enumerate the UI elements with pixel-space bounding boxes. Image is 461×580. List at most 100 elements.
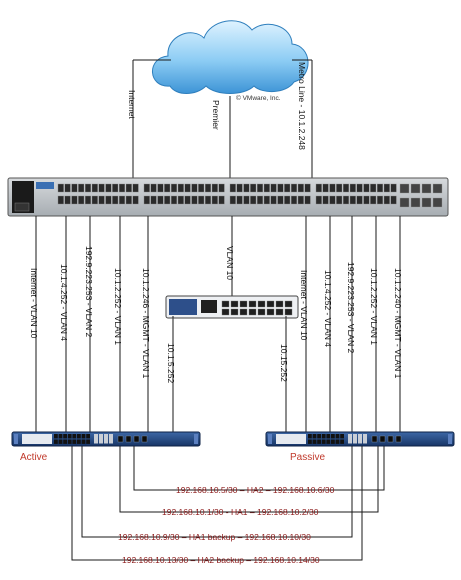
switch-port [257, 183, 264, 193]
passive-firewall [265, 431, 455, 447]
switch-port [98, 195, 105, 205]
firewall-port [335, 434, 340, 439]
switch-port [57, 195, 64, 205]
juniper-router [165, 295, 299, 319]
firewall-port [312, 434, 317, 439]
juniper-port [257, 300, 266, 308]
switch-port [143, 183, 150, 193]
firewall-port [340, 434, 344, 439]
active-link-label: 10.1.4.252 - VLAN 4 [59, 264, 69, 341]
firewall-port [321, 439, 326, 444]
ha-link-wires [71, 446, 385, 561]
passive-firewall-ports [308, 434, 402, 444]
switch-port [304, 195, 311, 205]
switch-port [57, 183, 64, 193]
switch-port [71, 183, 78, 193]
switch-port [291, 195, 298, 205]
switch-port [343, 183, 350, 193]
firewall-port [72, 439, 77, 444]
switch-port [270, 195, 277, 205]
switch-port [143, 195, 150, 205]
switch-port [157, 195, 164, 205]
firewall-sfp-port [348, 434, 352, 444]
switch-port-grid [57, 183, 443, 208]
switch-port [91, 183, 98, 193]
switch-port [211, 195, 218, 205]
firewall-port [326, 439, 331, 444]
switch-port [390, 183, 397, 193]
firewall-port [317, 434, 321, 439]
internet-cloud-icon: © VMware, Inc. [152, 20, 309, 102]
firewall-port [58, 434, 63, 439]
internet-uplink-label: Internet [127, 90, 137, 119]
firewall-sfp-port [109, 434, 113, 444]
juniper-port [275, 308, 284, 316]
firewall-port [72, 434, 77, 439]
firewall-sfp-port [358, 434, 362, 444]
firewall-port [312, 439, 317, 444]
switch-port [98, 183, 105, 193]
premier-uplink-label: Premier [211, 100, 221, 130]
firewall-sfp-port [94, 434, 98, 444]
active-link-label: Internet - VLAN 10 [29, 268, 39, 339]
switch-port [157, 183, 164, 193]
active-label: Active [20, 452, 48, 463]
firewall-port [58, 439, 63, 444]
switch-port [277, 183, 284, 193]
firewall-mgmt-port [141, 435, 148, 443]
switch-port [297, 183, 304, 193]
switch-port [349, 183, 356, 193]
switch-port [329, 183, 336, 193]
sfp-port [399, 197, 410, 208]
switch-port [370, 183, 377, 193]
switch-port [118, 183, 125, 193]
switch-port [336, 183, 343, 193]
switch-port [315, 195, 322, 205]
switch-port [322, 183, 329, 193]
firewall-port [321, 434, 326, 439]
switch-port [277, 195, 284, 205]
firewall-mgmt-port [387, 435, 394, 443]
switch-port [315, 183, 322, 193]
firewall-mgmt-port [125, 435, 132, 443]
sfp-port [432, 183, 443, 194]
ha-link-label: 192.168.10.13/30 – HA2 backup – 192.168.… [122, 555, 320, 565]
switch-port [263, 195, 270, 205]
firewall-mgmt-port [133, 435, 140, 443]
switch-port [236, 195, 243, 205]
passive-link-label: 10.1.2.252 - VLAN 1 [369, 268, 379, 345]
juniper-port [275, 300, 284, 308]
switch-port [112, 195, 119, 205]
jnpr-passive-link-label: 10.15.252 [279, 344, 289, 382]
switch-port [191, 183, 198, 193]
switch-port [336, 195, 343, 205]
switch-port [184, 195, 191, 205]
switch-port [198, 195, 205, 205]
firewall-mgmt-port [117, 435, 124, 443]
firewall-mgmt-port [371, 435, 378, 443]
switch-port [84, 195, 91, 205]
firewall-port [86, 439, 90, 444]
juniper-port-grid [221, 300, 293, 316]
core-vlan-label: VLAN 10 [225, 246, 235, 280]
switch-port [78, 195, 85, 205]
switch-port [191, 195, 198, 205]
passive-link-label: 10.1.4.252 - VLAN 4 [323, 270, 333, 347]
jnpr-active-link-label: 10.1.5.252 [166, 343, 176, 383]
switch-port [356, 195, 363, 205]
juniper-port [239, 308, 248, 316]
switch-port [243, 183, 250, 193]
firewall-port [54, 434, 58, 439]
switch-port [383, 183, 390, 193]
switch-port [125, 183, 132, 193]
passive-link-label: 10.1.2.240 - MGMT - VLAN 1 [393, 268, 403, 379]
switch-port [177, 195, 184, 205]
firewall-sfp-port [104, 434, 108, 444]
switch-port [236, 183, 243, 193]
switch-port [349, 195, 356, 205]
firewall-port [67, 439, 72, 444]
cloud-copyright: © VMware, Inc. [236, 94, 281, 102]
firewall-mgmt-port [379, 435, 386, 443]
switch-port [304, 183, 311, 193]
switch-port [150, 183, 157, 193]
